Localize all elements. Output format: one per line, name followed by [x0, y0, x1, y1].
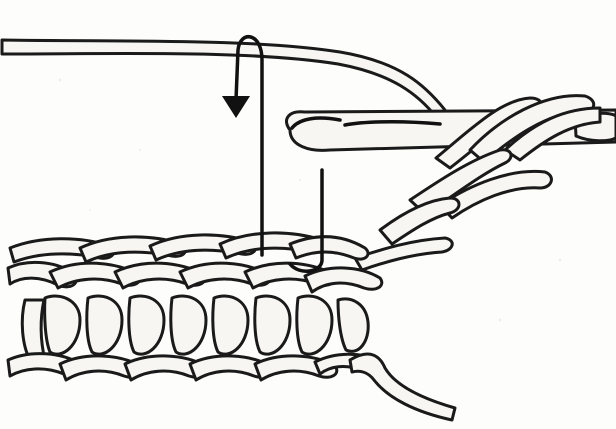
- stitch-row-middle: [8, 262, 382, 292]
- stitch-row-top: [10, 233, 368, 262]
- stitch-posts: [22, 296, 368, 360]
- stitch-row-bottom: [8, 354, 380, 380]
- working-yarn: [2, 40, 445, 118]
- hook-path-line: [236, 37, 262, 255]
- arrow-down-icon: [222, 96, 250, 118]
- yarn-tail: [350, 354, 455, 420]
